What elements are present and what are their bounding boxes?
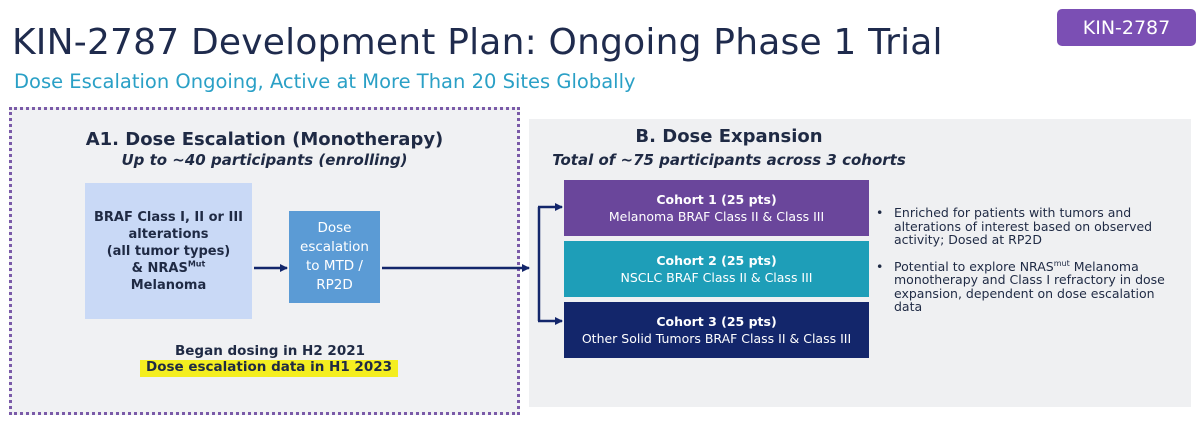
cohort-1-box: Cohort 1 (25 pts) Melanoma BRAF Class II… [564, 180, 869, 236]
dose-escalation-data-text: Dose escalation data in H1 2023 [145, 359, 393, 375]
nras-mut-superscript: Mut [187, 259, 206, 269]
page-subtitle: Dose Escalation Ongoing, Active at More … [14, 70, 636, 93]
braf-line-1: BRAF Class I, II or III [93, 209, 244, 225]
cohort-2-title: Cohort 2 (25 pts) [656, 253, 777, 268]
nras-mut-superscript: mut [1053, 258, 1070, 268]
dose-expansion-title: B. Dose Expansion [635, 126, 823, 147]
dose-escalation-subtitle: Up to ~40 participants (enrolling) [121, 151, 408, 169]
note-enriched: • Enriched for patients with tumors and … [876, 205, 1153, 247]
braf-line-5: Melanoma [130, 277, 207, 293]
cohort-2-description: NSCLC BRAF Class II & Class III [620, 270, 813, 285]
expansion-notes: • Enriched for patients with tumors and … [876, 206, 1186, 327]
dose-line-1: Dose [317, 220, 352, 236]
page-title: KIN-2787 Development Plan: Ongoing Phase… [12, 22, 943, 63]
bullet-dot: • [876, 258, 884, 274]
cohort-3-title: Cohort 3 (25 pts) [656, 314, 777, 329]
began-dosing-text: Began dosing in H2 2021 [174, 343, 365, 359]
cohort-1-title: Cohort 1 (25 pts) [656, 192, 777, 207]
dose-line-4: RP2D [316, 277, 353, 293]
cohort-1-description: Melanoma BRAF Class II & Class III [608, 209, 825, 224]
braf-line-4: & NRASMut [131, 259, 206, 276]
braf-line-2: alterations [128, 226, 209, 242]
cohort-3-box: Cohort 3 (25 pts) Other Solid Tumors BRA… [564, 302, 869, 358]
dose-escalation-title: A1. Dose Escalation (Monotherapy) [85, 129, 444, 150]
braf-eligibility-box: BRAF Class I, II or III alterations (all… [85, 183, 252, 319]
kin-2787-badge: KIN-2787 [1057, 9, 1196, 46]
dose-escalation-box: Dose escalation to MTD / RP2D [289, 211, 380, 303]
bullet-dot: • [876, 205, 884, 220]
note-nras-potential: • Potential to explore NRASmut Melanoma … [876, 258, 1165, 314]
dose-line-2: escalation [300, 239, 369, 255]
cohort-3-description: Other Solid Tumors BRAF Class II & Class… [581, 331, 852, 346]
braf-line-3: (all tumor types) [106, 243, 231, 259]
highlight-marker [140, 360, 398, 377]
dose-line-3: to MTD / [306, 258, 363, 274]
cohort-2-box: Cohort 2 (25 pts) NSCLC BRAF Class II & … [564, 241, 869, 297]
dose-expansion-subtitle: Total of ~75 participants across 3 cohor… [552, 151, 906, 169]
